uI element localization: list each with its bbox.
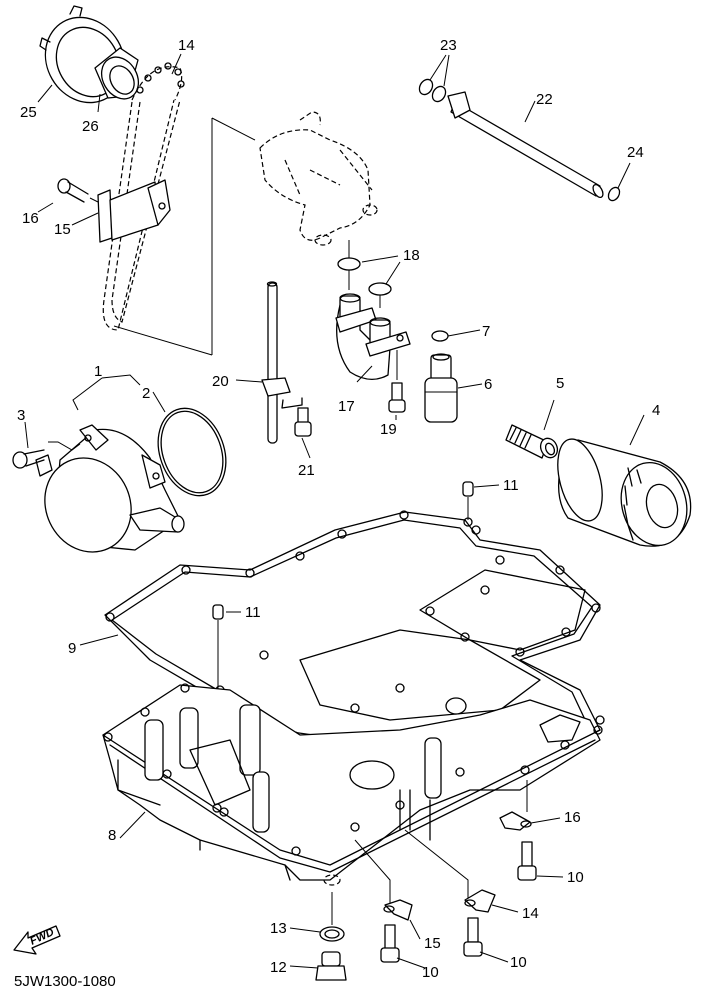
- gasket-13-part: [319, 892, 345, 942]
- callout-5: 5: [556, 375, 564, 392]
- o-ring-2-part: [157, 407, 227, 497]
- bracket-16-part: [499, 780, 532, 831]
- o-ring-21-lower: [368, 282, 392, 296]
- callout-3: 3: [17, 407, 25, 424]
- bolt-10-middle: [463, 917, 483, 957]
- callout-10-left: 10: [422, 964, 439, 981]
- callout-2: 2: [142, 385, 150, 402]
- callout-1: 1: [94, 363, 102, 380]
- oil-pan-8-part: [102, 683, 603, 886]
- dowel-pin-11-upper: [462, 481, 474, 520]
- relief-valve-6-part: [424, 353, 458, 423]
- oil-pump-body: [113, 111, 378, 356]
- callout-10-middle: 10: [510, 954, 527, 971]
- cam-chain-part: [102, 62, 185, 331]
- bolt-10-right: [517, 841, 537, 881]
- callout-15: 15: [424, 935, 441, 952]
- callout-14: 14: [522, 905, 539, 922]
- bolt-19-part: [57, 178, 99, 203]
- callout-16: 16: [564, 809, 581, 826]
- drain-bolt-12-part: [315, 951, 347, 981]
- leader-lines: [24, 53, 645, 969]
- bolt-24-part: [294, 407, 312, 437]
- callout-13: 13: [270, 920, 287, 937]
- callout-18: 15: [54, 221, 71, 238]
- oil-cooler-1-part: [35, 424, 185, 553]
- callout-11-upper: 11: [503, 477, 519, 494]
- chain-guide-part: [97, 179, 171, 243]
- o-ring-27-part: [607, 186, 621, 202]
- callout-6: 6: [484, 376, 492, 393]
- oil-pipe-20-part: [335, 240, 411, 380]
- bolt-10-left: [380, 924, 400, 963]
- callout-17: 14: [178, 37, 195, 54]
- callout-24: 21: [298, 462, 315, 479]
- callout-29: 26: [82, 118, 99, 135]
- callout-26: 23: [440, 37, 457, 54]
- callout-11-lower: 11: [245, 604, 261, 621]
- drawing-code: 5JW1300-1080: [14, 973, 116, 990]
- stay-15-part: [354, 839, 413, 921]
- callout-25: 22: [536, 91, 553, 108]
- callout-21: 18: [403, 247, 420, 264]
- callout-23: 20: [212, 373, 229, 390]
- callout-labels: 14 25 26 16 15 1 2 3 23 22 24 18 7 20 17…: [17, 37, 660, 981]
- bolt-3-part: [12, 441, 81, 469]
- oil-delivery-pipe-25-part: [447, 91, 604, 199]
- o-ring-21-upper: [337, 257, 361, 271]
- bolt-22-part: [388, 350, 406, 413]
- callout-19: 16: [22, 210, 39, 227]
- callout-7: 7: [482, 323, 490, 340]
- callout-9: 9: [68, 640, 76, 657]
- bearing-part: [94, 47, 140, 100]
- fwd-label: FWD: [28, 926, 56, 947]
- o-ring-7-part: [431, 330, 449, 342]
- fwd-arrow-icon: FWD: [13, 925, 61, 955]
- callout-12: 12: [270, 959, 287, 976]
- callout-28: 25: [20, 104, 37, 121]
- callout-8: 8: [108, 827, 116, 844]
- callout-20: 17: [338, 398, 355, 415]
- dowel-pin-11-lower: [212, 604, 224, 690]
- stay-14-part: [404, 829, 496, 913]
- callout-10-right: 10: [567, 869, 584, 886]
- callout-4: 4: [652, 402, 660, 419]
- gasket-9-part: [104, 510, 605, 761]
- oil-filter-4-part: [557, 438, 692, 547]
- union-bolt-5-part: [505, 424, 559, 459]
- callout-22: 19: [380, 421, 397, 438]
- o-ring-26-part: [418, 78, 447, 103]
- callout-27: 24: [627, 144, 644, 161]
- strainer-pipe-23-part: [261, 281, 303, 444]
